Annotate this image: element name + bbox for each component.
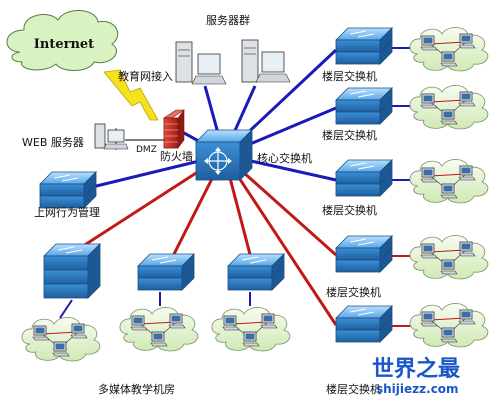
firewall-icon [163, 109, 185, 149]
room-switch-icon [137, 253, 195, 291]
room-switch-icon [227, 253, 285, 291]
server-icon [175, 41, 227, 85]
behavior-mgmt-label: 上网行为管理 [34, 205, 100, 219]
lan-cloud-icon [410, 85, 488, 129]
multimedia-room-label: 多媒体教学机房 [98, 382, 175, 396]
watermark-logo: 世界之最 shijiezz.com [372, 356, 461, 396]
server-group-label: 服务器群 [206, 13, 250, 27]
core-switch-icon [195, 129, 253, 181]
lan-cloud-icon [212, 307, 290, 351]
server-icon [241, 39, 291, 83]
lan-cloud-icon [22, 317, 100, 361]
internet-label: Internet [34, 37, 94, 52]
floor-switch-label: 楼层交换机 [322, 203, 377, 217]
core-switch-label: 核心交换机 [257, 151, 312, 165]
floor-switch-icon [335, 27, 393, 65]
firewall-label: 防火墙 [160, 149, 193, 163]
edu-access-label: 教育网接入 [118, 69, 173, 83]
floor-switch-icon [335, 305, 393, 343]
floor-switch-icon [335, 159, 393, 197]
floor-switch-icon [335, 235, 393, 273]
floor-switch-label: 楼层交换机 [326, 285, 381, 299]
internet-cloud: Internet [6, 10, 119, 71]
lan-cloud-icon [410, 303, 488, 347]
web-server-icon [94, 123, 129, 150]
floor-switch-label: 楼层交换机 [322, 128, 377, 142]
lan-cloud-icon [410, 159, 488, 203]
watermark-title: 世界之最 [372, 356, 461, 382]
lan-cloud-icon [410, 235, 488, 279]
watermark-url: shijiezz.com [376, 382, 459, 396]
lan-cloud-icon [120, 307, 198, 351]
lightning-bolt-icon [103, 69, 159, 121]
dmz-label: DMZ [136, 145, 157, 155]
behavior-mgmt-switch-icon [39, 171, 97, 209]
lan-cloud-icon [410, 27, 488, 71]
floor-switch-icon [335, 87, 393, 125]
web-server-label: WEB 服务器 [22, 136, 84, 149]
link-core-floor5 [222, 154, 338, 326]
floor-switch-label: 楼层交换机 [322, 69, 377, 83]
floor-switch-label: 楼层交换机 [326, 382, 381, 396]
room-switch-icon [43, 243, 101, 299]
